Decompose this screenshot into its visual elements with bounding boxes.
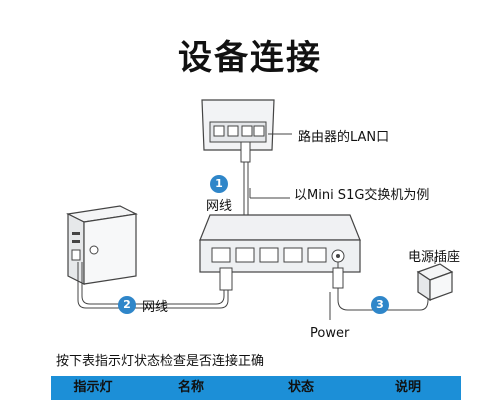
col-header-name: 名称 [177,380,204,395]
page-title: 设备连接 [178,38,322,78]
pc-tower [66,205,138,285]
switch-device [199,214,361,273]
power-outlet-label: 电源插座 [408,250,461,265]
step-badge-2: 2 [118,296,136,314]
model-example-label: 以Mini S1G交换机为例 [294,188,430,203]
router-lan-label: 路由器的LAN口 [298,130,390,145]
step-badge-1: 1 [210,175,228,193]
cable-pc-switch [77,262,233,309]
instruction-text: 按下表指示灯状态检查是否连接正确 [56,354,265,369]
step-badge-3: 3 [371,296,389,314]
indicator-table-header: 指示灯 名称 状态 说明 [51,376,461,400]
cable-label-1: 网线 [206,199,233,214]
router-device [201,99,275,151]
cable-label-2: 网线 [142,300,169,315]
col-header-indicator: 指示灯 [73,380,113,395]
power-adapter [416,263,454,302]
power-label: Power [310,326,350,341]
col-header-status: 状态 [287,380,314,395]
col-header-description: 说明 [394,380,421,395]
